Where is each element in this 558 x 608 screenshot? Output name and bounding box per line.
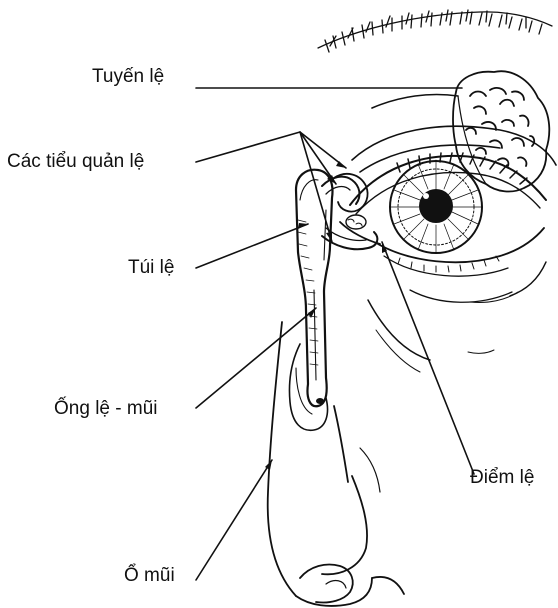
arrowheads xyxy=(265,161,387,470)
leader-lacrimal-sac xyxy=(196,224,308,268)
leader-nasolacrimal-duct xyxy=(196,308,316,408)
nose-outline xyxy=(268,322,404,606)
eyebrow xyxy=(318,10,552,52)
label-lacrimal-sac: Túi lệ xyxy=(128,258,174,277)
cheek-contours xyxy=(360,262,546,492)
leader-canaliculi-upper xyxy=(196,132,336,184)
label-nasolacrimal-duct: Ống lệ - mũi xyxy=(54,399,157,418)
label-lacrimal-canaliculi: Các tiểu quản lệ xyxy=(7,152,144,171)
label-lacrimal-punctum: Điểm lệ xyxy=(470,468,534,487)
leader-nasal-cavity xyxy=(196,460,272,580)
label-lacrimal-gland: Tuyến lệ xyxy=(92,67,164,86)
label-nasal-cavity: Ổ mũi xyxy=(124,566,175,585)
eyeball xyxy=(390,160,482,253)
lacrimal-sac-and-duct xyxy=(296,170,332,407)
